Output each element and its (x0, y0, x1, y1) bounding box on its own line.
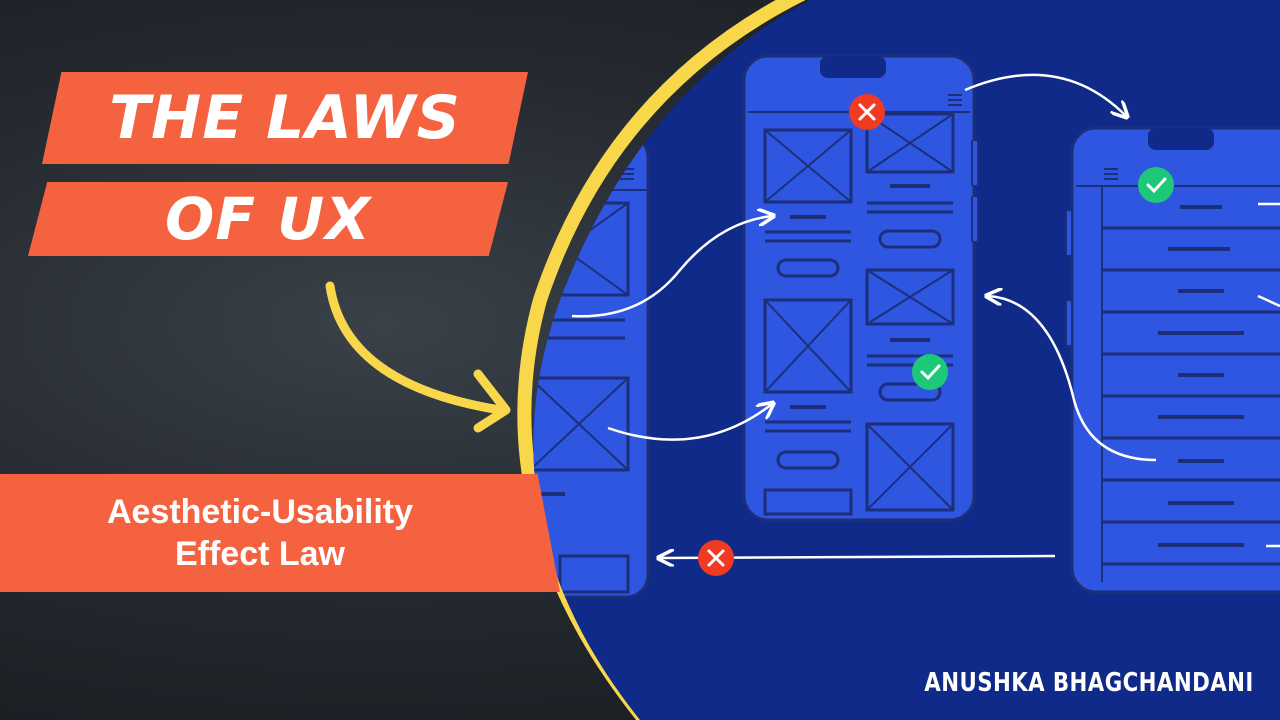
arrow-icon (571, 216, 772, 318)
title-line-2: OF UX (28, 182, 508, 256)
close-icon (849, 94, 885, 130)
subtitle-banner: Aesthetic-Usability Effect Law (0, 474, 560, 592)
flow-arrows (571, 73, 1280, 558)
phone-middle (742, 54, 979, 522)
yellow-arrow-icon (325, 281, 511, 433)
check-icon (912, 354, 948, 390)
subtitle-line-2: Effect Law (174, 535, 346, 573)
arrow-icon (964, 73, 1126, 116)
title-line-1: THE LAWS (42, 72, 528, 164)
phone-left (533, 133, 650, 599)
arrow-icon (1257, 294, 1280, 308)
phone-right (1065, 126, 1280, 594)
close-icon (698, 540, 734, 576)
arrow-icon (607, 404, 772, 441)
author-name: ANUSHKA BHAGCHANDANI (924, 668, 1254, 698)
arrow-icon (988, 296, 1157, 462)
subtitle-line-1: Aesthetic-Usability (106, 492, 414, 531)
check-icon (1138, 167, 1174, 203)
